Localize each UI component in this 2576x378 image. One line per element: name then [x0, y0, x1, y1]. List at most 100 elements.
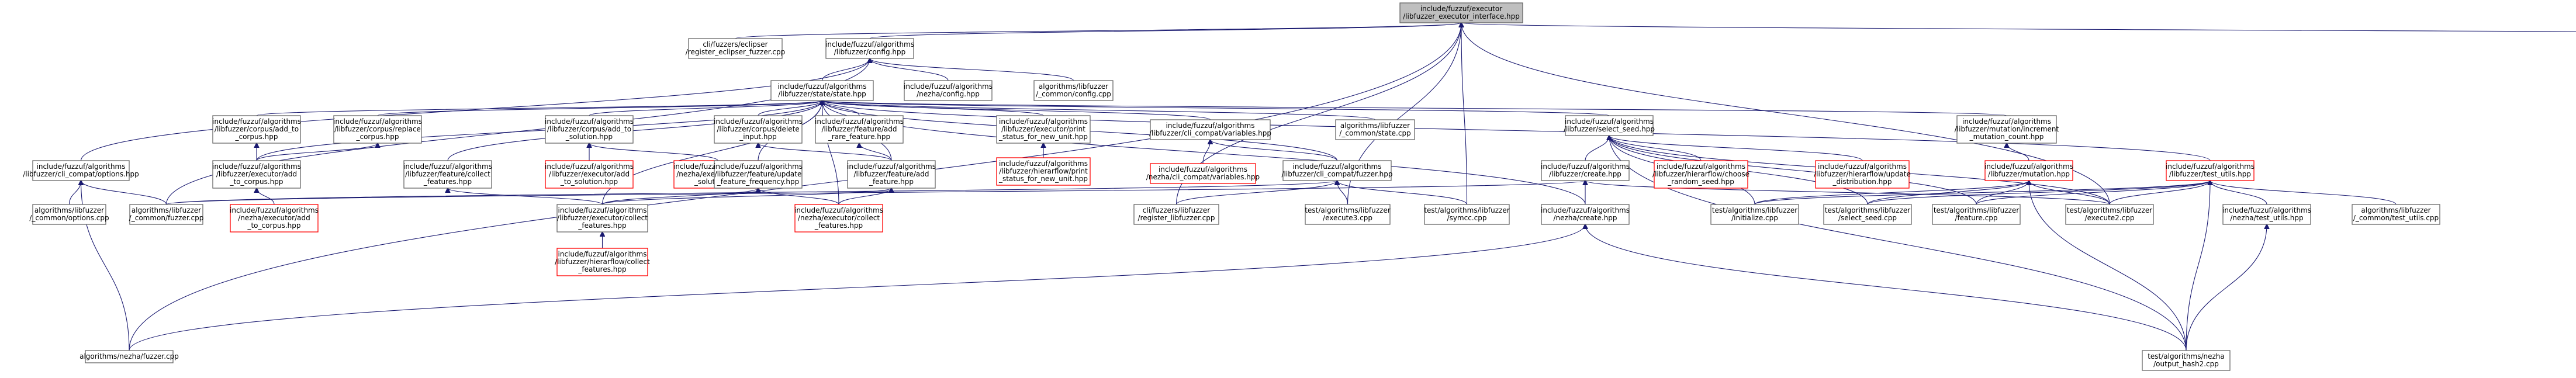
- edge-cli-fuzzer-to-cli-vars: [1211, 140, 1338, 161]
- edge-common-state-to-state-hpp: [822, 100, 1376, 120]
- graph-node-test-utils-hpp[interactable]: include/fuzzuf/algorithms/libfuzzer/test…: [2166, 160, 2255, 181]
- node-label-line: _features.hpp: [814, 221, 863, 230]
- graph-node-common-state[interactable]: algorithms/libfuzzer/_common/state.cpp: [1335, 119, 1415, 140]
- node-label-line: include/fuzzuf/algorithms: [1166, 122, 1255, 130]
- graph-node-common-options[interactable]: algorithms/libfuzzer/_common/options.cpp: [29, 204, 109, 225]
- graph-node-eclipser[interactable]: cli/fuzzers/eclipser/register_eclipser_f…: [686, 38, 785, 59]
- node-label-line: include/fuzzuf/algorithms: [545, 117, 634, 126]
- graph-node-state-hpp[interactable]: include/fuzzuf/algorithms/libfuzzer/stat…: [770, 80, 874, 101]
- node-box: [1984, 160, 2073, 181]
- edge-test-select-seed-to-test-utils-hpp: [1867, 181, 2210, 205]
- graph-node-corpus-add[interactable]: include/fuzzuf/algorithms/libfuzzer/corp…: [212, 115, 301, 144]
- graph-node-nezha-fuzzer[interactable]: algorithms/nezha/fuzzer.cpp: [79, 350, 179, 363]
- graph-node-exec-add-corpus[interactable]: include/fuzzuf/algorithms/libfuzzer/exec…: [212, 160, 301, 189]
- graph-node-reg-libfuzzer[interactable]: cli/fuzzers/libfuzzer/register_libfuzzer…: [1133, 204, 1219, 225]
- graph-node-corpus-add-sol[interactable]: include/fuzzuf/algorithms/libfuzzer/corp…: [545, 115, 634, 144]
- graph-node-feat-rare[interactable]: include/fuzzuf/algorithms/libfuzzer/feat…: [815, 115, 904, 144]
- edge-nezha-collect-to-feat-update: [758, 188, 839, 205]
- graph-node-cli-fuzzer[interactable]: include/fuzzuf/algorithms/libfuzzer/cli_…: [1281, 160, 1393, 181]
- node-label-line: /nezha/executor/add: [238, 214, 310, 222]
- node-label-line: /_common/config.cpp: [1036, 90, 1111, 98]
- node-box: [212, 160, 301, 189]
- node-label-line: /select_seed.cpp: [1838, 214, 1897, 222]
- graph-node-nezha-vars[interactable]: include/fuzzuf/algorithms/nezha/cli_comp…: [1146, 163, 1260, 184]
- graph-node-nezha-collect[interactable]: include/fuzzuf/algorithms/nezha/executor…: [794, 204, 883, 233]
- graph-node-hier-print[interactable]: include/fuzzuf/algorithms/libfuzzer/hier…: [996, 157, 1091, 186]
- graph-node-corpus-replace[interactable]: include/fuzzuf/algorithms/libfuzzer/corp…: [333, 115, 422, 144]
- graph-node-hier-choose[interactable]: include/fuzzuf/algorithms/libfuzzer/hier…: [1652, 160, 1749, 189]
- node-box: [1133, 204, 1219, 225]
- node-label-line: _corpus.hpp: [234, 133, 278, 141]
- node-label-line: /libfuzzer/cli_compat/variables.hpp: [1149, 129, 1271, 137]
- edge-exec-collect-to-feat-update: [601, 188, 759, 205]
- graph-node-feat-add[interactable]: include/fuzzuf/algorithms/libfuzzer/feat…: [847, 160, 936, 189]
- node-label-line: include/fuzzuf/algorithms: [714, 162, 803, 171]
- edge-test-output-hash-to-test-utils-hpp: [2186, 181, 2210, 351]
- node-label-line: /output_hash2.cpp: [2153, 360, 2219, 368]
- edge-feat-add-to-feat-rare: [859, 143, 892, 161]
- graph-node-mut-inc[interactable]: include/fuzzuf/algorithms/libfuzzer/muta…: [1955, 115, 2059, 144]
- graph-node-nezha-config[interactable]: include/fuzzuf/algorithms/nezha/config.h…: [904, 80, 993, 101]
- node-label-line: algorithms/libfuzzer: [1340, 122, 1410, 130]
- edge-corpus-add-to-state-hpp: [256, 100, 822, 116]
- graph-node-select-seed[interactable]: include/fuzzuf/algorithms/libfuzzer/sele…: [1564, 115, 1655, 136]
- graph-node-hier-collect[interactable]: include/fuzzuf/algorithms/libfuzzer/hier…: [555, 248, 650, 276]
- edge-reg-nezha-to-root: [1461, 23, 2576, 32]
- node-box: [1815, 160, 1910, 189]
- graph-node-test-feature[interactable]: test/algorithms/libfuzzer/feature.cpp: [1932, 204, 2021, 225]
- node-label-line: /nezha/executor/collect: [798, 214, 880, 222]
- node-label-line: include/fuzzuf/algorithms: [1565, 117, 1654, 126]
- edge-test-utils-hpp-to-state-hpp: [822, 100, 2211, 161]
- graph-node-test-execute2[interactable]: test/algorithms/libfuzzer/execute2.cpp: [2065, 204, 2154, 225]
- node-label-line: /libfuzzer/config.hpp: [834, 48, 906, 56]
- graph-node-nezha-test-utils[interactable]: include/fuzzuf/algorithms/nezha/test_uti…: [2222, 204, 2311, 225]
- graph-node-feat-update[interactable]: include/fuzzuf/algorithms/libfuzzer/feat…: [714, 160, 803, 189]
- graph-node-common-fuzzer[interactable]: algorithms/libfuzzer/_common/fuzzer.cpp: [129, 204, 204, 225]
- graph-node-root[interactable]: include/fuzzuf/executor/libfuzzer_execut…: [1399, 2, 1523, 23]
- edge-hier-update-to-select-seed: [1609, 136, 1863, 161]
- node-label-line: /libfuzzer/hierarflow/print: [999, 167, 1088, 175]
- graph-node-create-hpp[interactable]: include/fuzzuf/algorithms/libfuzzer/crea…: [1541, 160, 1630, 181]
- graph-node-test-output-hash[interactable]: test/algorithms/nezha/output_hash2.cpp: [2142, 350, 2231, 371]
- graph-node-feat-collect[interactable]: include/fuzzuf/algorithms/libfuzzer/feat…: [403, 160, 492, 189]
- node-label-line: /libfuzzer/cli_compat/options.hpp: [23, 170, 139, 178]
- graph-node-cli-options[interactable]: include/fuzzuf/algorithms/libfuzzer/cli_…: [23, 160, 139, 181]
- graph-node-cli-vars[interactable]: include/fuzzuf/algorithms/libfuzzer/cli_…: [1149, 119, 1271, 140]
- node-box: [212, 115, 301, 144]
- node-label-line: _random_seed.hpp: [1667, 178, 1734, 186]
- node-label-line: test/algorithms/libfuzzer: [1712, 206, 1797, 214]
- node-label-line: /feature.cpp: [1955, 214, 1997, 222]
- graph-node-exec-print[interactable]: include/fuzzuf/algorithms/libfuzzer/exec…: [996, 115, 1091, 144]
- node-label-line: _corpus.hpp: [355, 133, 399, 141]
- node-label-line: /nezha/cli_compat/variables.hpp: [1146, 173, 1260, 181]
- node-label-line: /libfuzzer/state/state.hpp: [778, 90, 866, 98]
- graph-node-test-execute3[interactable]: test/algorithms/libfuzzer/execute3.cpp: [1305, 204, 1391, 225]
- edge-nezha-vars-to-cli-vars: [1202, 140, 1211, 164]
- graph-node-exec-add-sol[interactable]: include/fuzzuf/algorithms/libfuzzer/exec…: [545, 160, 634, 189]
- edge-common-fuzzer-to-cli-options: [81, 181, 167, 205]
- node-label-line: include/fuzzuf/algorithms: [1293, 162, 1382, 171]
- node-label-line: /_common/fuzzer.cpp: [129, 214, 204, 222]
- node-box: [1335, 119, 1415, 140]
- node-label-line: /libfuzzer/corpus/replace: [334, 125, 421, 133]
- graph-node-corpus-delete[interactable]: include/fuzzuf/algorithms/libfuzzer/corp…: [714, 115, 803, 144]
- node-label-line: include/fuzzuf/algorithms: [212, 117, 301, 126]
- edge-test-execute2-to-create-hpp: [1585, 181, 2110, 205]
- graph-node-test-select-seed[interactable]: test/algorithms/libfuzzer/select_seed.cp…: [1823, 204, 1912, 225]
- edge-test-output-hash-to-select-seed: [1609, 136, 2187, 351]
- graph-node-hier-update[interactable]: include/fuzzuf/algorithms/libfuzzer/hier…: [1814, 160, 1911, 189]
- node-box: [2166, 160, 2255, 181]
- graph-node-common-config[interactable]: algorithms/libfuzzer/_common/config.cpp: [1033, 80, 1114, 101]
- graph-node-config-hpp[interactable]: include/fuzzuf/algorithms/libfuzzer/conf…: [825, 38, 914, 59]
- graph-node-test-initialize[interactable]: test/algorithms/libfuzzer/initialize.cpp: [1710, 204, 1799, 225]
- graph-node-mutation-hpp[interactable]: include/fuzzuf/algorithms/libfuzzer/muta…: [1984, 160, 2073, 181]
- node-label-line: /nezha/test_utils.hpp: [2230, 214, 2303, 222]
- graph-node-exec-collect[interactable]: include/fuzzuf/algorithms/libfuzzer/exec…: [556, 204, 648, 233]
- node-box: [996, 115, 1091, 144]
- graph-node-exec-add-corpus2[interactable]: include/fuzzuf/algorithms/nezha/executor…: [230, 204, 319, 233]
- node-label-line: /execute3.cpp: [1323, 214, 1372, 222]
- graph-node-common-test-utils[interactable]: algorithms/libfuzzer/_common/test_utils.…: [2352, 204, 2440, 225]
- graph-node-test-symcc[interactable]: test/algorithms/libfuzzer/symcc.cpp: [1424, 204, 1510, 225]
- node-box: [2222, 204, 2311, 225]
- graph-node-nezha-create[interactable]: include/fuzzuf/algorithms/nezha/create.h…: [1541, 204, 1630, 225]
